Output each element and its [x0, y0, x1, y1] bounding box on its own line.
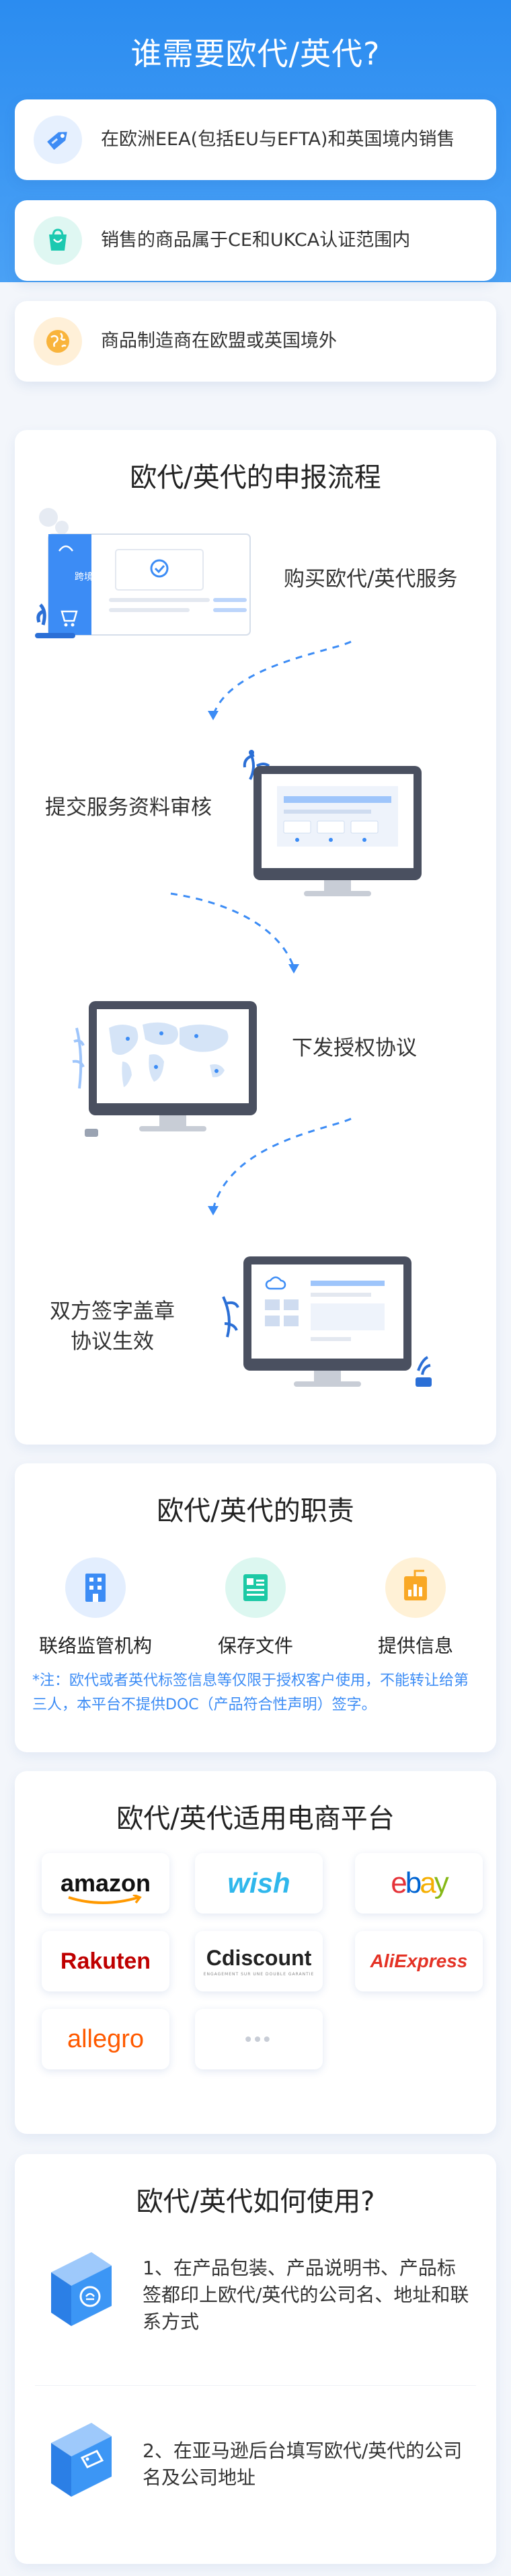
step2-monitor-illustration	[237, 746, 438, 900]
usage-section: 欧代/英代如何使用? 1、在产品包装、产品说明书、产品标签都印上欧代/英代的公司…	[15, 2154, 496, 2564]
globe-icon	[34, 317, 82, 366]
platform-logo-ebay[interactable]: ebay	[355, 1853, 483, 1914]
platform-logo-allegro[interactable]: allegro	[42, 2009, 169, 2069]
duty-label: 提供信息	[377, 1635, 453, 1657]
need-card-manufacturer: 商品制造商在欧盟或英国境外	[15, 301, 496, 382]
platforms-section: 欧代/英代适用电商平台 amazon wish ebay Rakuten Cdi…	[15, 1771, 496, 2134]
need-card-eea: 在欧洲EEA(包括EU与EFTA)和英国境内销售	[15, 99, 496, 180]
step-label: 提交服务资料审核	[45, 796, 212, 820]
duty-item: 提供信息	[348, 1557, 483, 1658]
usage-item-text: 2、在亚马逊后台填写欧代/英代的公司名及公司地址	[143, 2440, 463, 2489]
step3-map-illustration	[69, 988, 270, 1142]
duty-item: 保存文件	[188, 1557, 323, 1658]
step-label: 购买欧代/英代服务	[284, 567, 458, 591]
flow-dashed-path	[170, 640, 352, 1215]
need-text: 销售的商品属于CE和UKCA认证范围内	[101, 230, 411, 251]
cdiscount-sublabel: ENGAGEMENT SUR UNE DOUBLE GARANTIE	[203, 1972, 315, 1977]
section-title: 欧代/英代的申报流程	[130, 462, 381, 493]
duties-section: 欧代/英代的职责 联络监管机构 保存文件 提供信息 *注：欧代或者英代标签信息等…	[15, 1463, 496, 1752]
duties-note: *注：欧代或者英代标签信息等仅限于授权客户使用，不能转让给第三人，本平台不提供D…	[32, 1672, 469, 1713]
need-card-ce-ukca: 销售的商品属于CE和UKCA认证范围内	[15, 200, 496, 281]
step-label: 下发授权协议	[292, 1036, 417, 1060]
step1-illustration: 跨境通	[35, 504, 257, 645]
document-tag-icon	[38, 2416, 118, 2503]
usage-divider	[35, 2385, 476, 2386]
need-text: 在欧洲EEA(包括EU与EFTA)和英国境内销售	[101, 129, 455, 150]
platform-logo-cdiscount[interactable]: Cdiscount ENGAGEMENT SUR UNE DOUBLE GARA…	[195, 1931, 323, 1991]
platform-logo-amazon[interactable]: amazon	[42, 1853, 169, 1914]
step-label: 双方签字盖章 协议生效	[50, 1299, 175, 1354]
price-tag-icon	[34, 116, 82, 164]
package-label-icon	[38, 2245, 118, 2333]
section-title: 欧代/英代适用电商平台	[116, 1803, 395, 1834]
brand-label: 跨境通	[75, 572, 103, 583]
section-title: 欧代/英代如何使用?	[136, 2186, 375, 2217]
amazon-smile-icon	[68, 1895, 142, 1904]
info-chart-icon	[385, 1557, 446, 1618]
platform-logo-wish[interactable]: wish	[195, 1853, 323, 1914]
duty-item: 联络监管机构	[28, 1557, 163, 1658]
building-icon	[65, 1557, 126, 1618]
shopping-bag-icon	[34, 216, 82, 265]
need-text: 商品制造商在欧盟或英国境外	[101, 331, 337, 351]
duty-label: 联络监管机构	[38, 1635, 152, 1657]
usage-item-text: 1、在产品包装、产品说明书、产品标签都印上欧代/英代的公司名、地址和联系方式	[143, 2257, 469, 2333]
section-title: 欧代/英代的职责	[157, 1496, 354, 1527]
document-icon	[225, 1557, 286, 1618]
platform-logo-rakuten[interactable]: Rakuten	[42, 1931, 169, 1991]
platform-logo-aliexpress[interactable]: AliExpress	[355, 1931, 483, 1991]
process-section: 欧代/英代的申报流程	[15, 430, 496, 1445]
hero-title: 谁需要欧代/英代?	[130, 36, 381, 72]
step4-contract-illustration	[217, 1243, 438, 1404]
duty-label: 保存文件	[217, 1635, 293, 1657]
more-platforms-button[interactable]: •••	[195, 2009, 323, 2069]
